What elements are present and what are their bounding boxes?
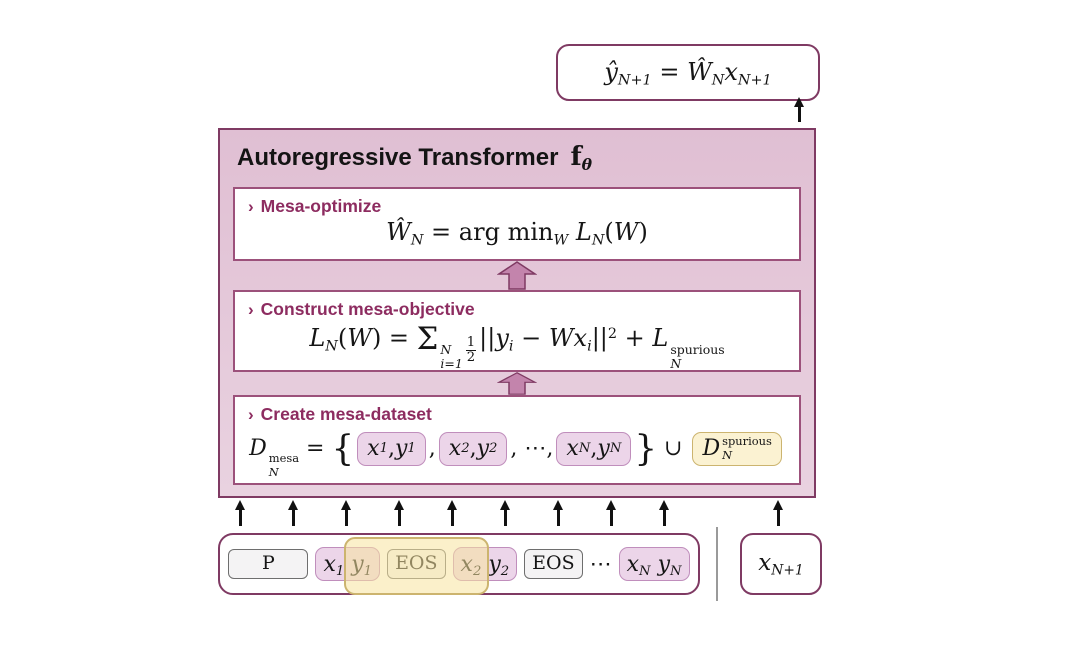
input-arrow-icon: [345, 509, 348, 526]
transformer-fn-symbol: fθ: [570, 142, 593, 174]
block-arrow-up-icon: [497, 372, 537, 395]
stage-mesa-optimize-header: › Mesa-optimize: [235, 189, 799, 217]
query-token: xN+1: [758, 550, 804, 579]
transformer-title-text: Autoregressive Transformer: [237, 144, 559, 171]
token-x1-y1: x1 y1: [315, 546, 381, 582]
chevron-right-icon: ›: [248, 300, 254, 319]
stage-create-dataset-header: › Create mesa-dataset: [235, 397, 799, 425]
input-arrow-icon: [663, 509, 666, 526]
token-ellipsis: ⋯: [589, 551, 612, 577]
token-x2-y2: x2 y2: [452, 546, 518, 582]
input-arrow-icon: [292, 509, 295, 526]
stage-construct-objective-label: Construct mesa-objective: [260, 299, 475, 319]
block-arrow-up-icon: [497, 261, 537, 290]
input-arrow-icon: [557, 509, 560, 526]
mesa-optimize-formula: ŴN = arg minW LN(W): [386, 218, 648, 249]
stage-mesa-optimize-label: Mesa-optimize: [260, 196, 382, 216]
token-eos-2: EOS: [524, 549, 583, 579]
stage-mesa-optimize: › Mesa-optimize ŴN = arg minW LN(W): [233, 187, 801, 261]
chevron-right-icon: ›: [248, 405, 254, 424]
token-eos-1: EOS: [387, 549, 446, 579]
input-arrow-icon: [398, 509, 401, 526]
transformer-box: Autoregressive Transformer fθ › Mesa-opt…: [218, 128, 816, 498]
token-prompt-P: P: [228, 549, 309, 579]
query-token-box: xN+1: [740, 533, 822, 595]
output-formula-box: ŷN+1 = ŴNxN+1: [556, 44, 820, 101]
query-arrow-icon: [777, 509, 780, 526]
stage-create-dataset-label: Create mesa-dataset: [260, 404, 432, 424]
output-formula: ŷN+1 = ŴNxN+1: [604, 57, 772, 89]
token-xN-yN: xN yN: [618, 546, 690, 582]
input-arrow-icon: [610, 509, 613, 526]
input-arrow-icon: [239, 509, 242, 526]
input-arrow-icon: [451, 509, 454, 526]
transformer-title: Autoregressive Transformer fθ: [237, 141, 592, 173]
output-arrow-icon: [798, 106, 801, 122]
sequence-divider: [716, 527, 718, 601]
stage-construct-objective-header: › Construct mesa-objective: [235, 292, 799, 320]
chevron-right-icon: ›: [248, 197, 254, 216]
input-arrow-icon: [504, 509, 507, 526]
